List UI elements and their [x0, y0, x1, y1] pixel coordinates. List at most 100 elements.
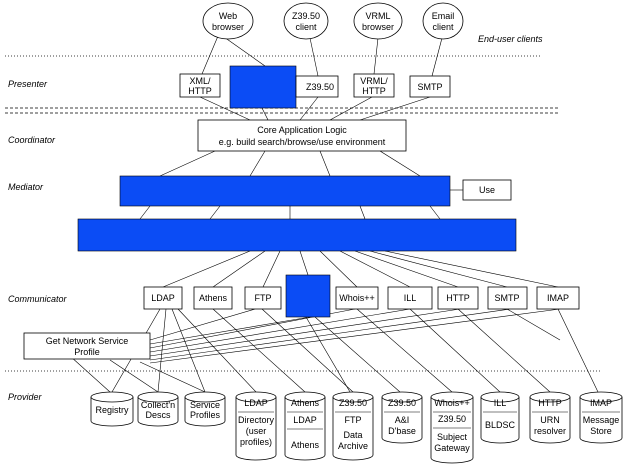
svg-text:LDAP: LDAP: [244, 398, 268, 408]
svg-text:ILL: ILL: [494, 398, 507, 408]
layer-label-provider: Provider: [8, 392, 43, 402]
svg-text:Athens: Athens: [291, 398, 320, 408]
communicator-blue-bar: [77, 218, 517, 252]
presenter-xml-http: XML/ HTTP: [179, 73, 221, 98]
svg-text:Profiles: Profiles: [190, 410, 221, 420]
svg-text:Store: Store: [590, 426, 612, 436]
svg-text:Z39.50: Z39.50: [306, 82, 334, 92]
coordinator-core-logic: Core Application Logic e.g. build search…: [197, 119, 407, 152]
presenter-z3950: Z39.50: [295, 75, 339, 98]
comm-smtp: SMTP: [487, 286, 528, 310]
svg-text:IMAP: IMAP: [547, 293, 569, 303]
provider-ai-dbase: Z39.50 A&I D'base: [381, 391, 423, 444]
connections: [69, 35, 599, 393]
svg-text:Profile: Profile: [74, 347, 100, 357]
layer-label-presenter: Presenter: [8, 79, 48, 89]
svg-text:SMTP: SMTP: [417, 82, 442, 92]
client-vrml-browser: VRML browser: [353, 2, 403, 40]
svg-text:Z39.50: Z39.50: [339, 398, 367, 408]
svg-text:Descs: Descs: [145, 410, 171, 420]
presenter-blue-box: [229, 65, 297, 109]
svg-text:IMAP: IMAP: [590, 398, 612, 408]
svg-text:Subject: Subject: [437, 432, 468, 442]
svg-text:Gateway: Gateway: [434, 443, 470, 453]
svg-text:D'base: D'base: [388, 426, 416, 436]
client-web-browser: Web browser: [202, 2, 254, 40]
layer-label-communicator: Communicator: [8, 294, 68, 304]
comm-whois: Whois++: [335, 286, 379, 310]
svg-text:Z39.50: Z39.50: [438, 414, 466, 424]
svg-text:Registry: Registry: [95, 405, 129, 415]
svg-text:Z39.50: Z39.50: [388, 398, 416, 408]
svg-text:Web: Web: [219, 11, 237, 21]
svg-text:HTTP: HTTP: [188, 86, 212, 96]
presenter-vrml-http: VRML/ HTTP: [353, 73, 395, 98]
svg-text:LDAP: LDAP: [293, 415, 317, 425]
svg-text:resolver: resolver: [534, 426, 566, 436]
provider-service-profiles: Service Profiles: [184, 391, 226, 427]
comm-ftp: FTP: [244, 286, 282, 310]
provider-data-archive: Z39.50 FTP Data Archive: [332, 391, 374, 461]
provider-athens: Athens LDAP Athens: [284, 391, 326, 461]
svg-text:browser: browser: [362, 22, 394, 32]
client-z3950: Z39.50 client: [283, 2, 329, 40]
layer-label-end-user: End-user clients: [478, 34, 543, 44]
svg-text:FTP: FTP: [255, 293, 272, 303]
svg-text:HTTP: HTTP: [362, 86, 386, 96]
svg-text:Archive: Archive: [338, 441, 368, 451]
provider-collection-descs: Collect'n Descs: [137, 391, 179, 427]
svg-text:Service: Service: [190, 400, 220, 410]
svg-text:VRML: VRML: [365, 11, 390, 21]
get-network-service-profile: Get Network Service Profile: [23, 332, 151, 360]
svg-text:LDAP: LDAP: [151, 293, 175, 303]
comm-imap: IMAP: [536, 286, 580, 310]
svg-text:client: client: [432, 22, 454, 32]
client-email: Email client: [422, 2, 464, 40]
svg-text:XML/: XML/: [189, 76, 211, 86]
svg-text:FTP: FTP: [345, 415, 362, 425]
svg-text:SMTP: SMTP: [494, 293, 519, 303]
svg-text:Core Application Logic: Core Application Logic: [257, 125, 347, 135]
svg-text:Data: Data: [343, 430, 362, 440]
svg-text:HTTP: HTTP: [538, 398, 562, 408]
svg-text:client: client: [295, 22, 317, 32]
svg-text:Collect'n: Collect'n: [141, 400, 175, 410]
provider-registry: Registry: [90, 391, 134, 427]
comm-athens: Athens: [193, 286, 233, 310]
svg-text:HTTP: HTTP: [446, 293, 470, 303]
svg-text:Athens: Athens: [291, 440, 320, 450]
svg-text:browser: browser: [212, 22, 244, 32]
presenter-smtp: SMTP: [409, 75, 451, 98]
svg-text:ILL: ILL: [404, 293, 417, 303]
svg-text:Whois++: Whois++: [339, 293, 375, 303]
comm-http: HTTP: [437, 286, 479, 310]
svg-text:Z39.50: Z39.50: [292, 11, 320, 21]
svg-text:(user: (user: [246, 426, 267, 436]
svg-text:Use: Use: [479, 185, 495, 195]
provider-urn-resolver: HTTP URN resolver: [529, 391, 571, 444]
svg-text:profiles): profiles): [240, 437, 272, 447]
mediator-use-box: Use: [462, 179, 512, 201]
svg-text:Athens: Athens: [199, 293, 228, 303]
svg-text:BLDSC: BLDSC: [485, 420, 516, 430]
provider-bldsc: ILL BLDSC: [480, 391, 520, 444]
svg-text:URN: URN: [540, 415, 560, 425]
svg-text:Whois++: Whois++: [434, 398, 470, 408]
svg-text:A&I: A&I: [395, 415, 410, 425]
comm-ill: ILL: [387, 286, 433, 310]
svg-text:Email: Email: [432, 11, 455, 21]
comm-ldap: LDAP: [143, 286, 183, 310]
provider-ldap-directory: LDAP Directory (user profiles): [235, 391, 277, 461]
layer-label-coordinator: Coordinator: [8, 135, 56, 145]
communicator-blue-box: [285, 274, 331, 318]
svg-text:VRML/: VRML/: [360, 76, 388, 86]
layer-label-mediator: Mediator: [8, 182, 44, 192]
provider-subject-gateway: Whois++ Z39.50 Subject Gateway: [430, 391, 474, 464]
mediator-blue-bar: [119, 175, 451, 207]
svg-text:Directory: Directory: [238, 415, 275, 425]
provider-message-store: IMAP Message Store: [579, 391, 623, 444]
svg-text:e.g. build search/browse/use e: e.g. build search/browse/use environment: [219, 137, 386, 147]
svg-text:Message: Message: [583, 415, 620, 425]
svg-text:Get Network Service: Get Network Service: [46, 336, 129, 346]
